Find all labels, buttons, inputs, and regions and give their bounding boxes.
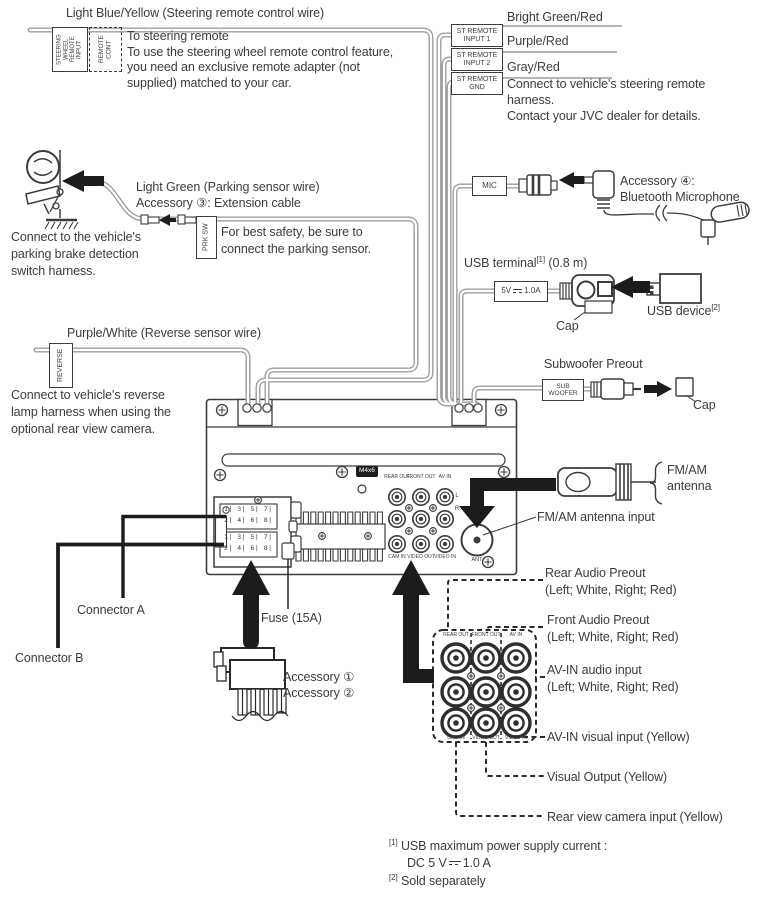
mic-accessory-label: Accessory ④: Bluetooth Microphone [620, 174, 740, 204]
arrow-extension-cable [159, 214, 176, 226]
avin-audio-input-label: AV-IN audio input (Left; White, Right; R… [547, 663, 679, 694]
connector-b-label: Connector B [15, 651, 84, 665]
jack-label-rear-out: REAR OUT [384, 474, 410, 480]
st-remote-gnd-box: ST REMOTE GND [451, 72, 503, 95]
front-audio-preout-label: Front Audio Preout (Left; White, Right; … [547, 613, 679, 644]
jack-label-front-out: FRONT OUT [406, 474, 436, 480]
black-callout-lines [56, 514, 289, 648]
m4x6-tag: M4x6 [356, 466, 378, 477]
detail-label-video-in: VIDEO IN [505, 735, 527, 741]
arrow-antenna-input [459, 478, 556, 528]
subwoofer-cap-label: Cap [693, 398, 716, 412]
dc-symbol [448, 861, 461, 867]
usb-cap [584, 300, 613, 314]
arrow-to-mic-jack [559, 172, 584, 188]
fm-am-antenna-label: FM/AM antenna [667, 463, 712, 493]
ant-callout-line [482, 516, 537, 536]
pin-row-a1: 1| 3| 5| 7| [224, 505, 273, 513]
heatsink [295, 511, 386, 562]
usb-terminal-label: USB terminal[1] (0.8 m) [464, 254, 588, 270]
detail-label-front-out: FRONT OUT [471, 632, 501, 638]
parking-safety-note: For best safety, be sure to connect the … [221, 225, 372, 256]
prk-sw-box: PRK SW [196, 216, 217, 259]
microphone-capsule [710, 201, 750, 223]
arrow-detail-to-jacks [392, 560, 434, 683]
pin-row-b2: 2| 4| 6| 8| [224, 544, 273, 552]
fuse-holder [281, 542, 295, 560]
reverse-box: REVERSE [49, 343, 73, 388]
av-detail-panel [432, 629, 537, 743]
parking-accessory-label: Accessory ③: Extension cable [136, 196, 301, 210]
subwoofer-box: SUB WOOFER [542, 379, 584, 401]
visual-output-label: Visual Output (Yellow) [547, 770, 668, 784]
st-remote-wire2-label: Purple/Red [507, 34, 569, 48]
pin-row-b1: 1| 3| 5| 7| [224, 533, 273, 541]
reverse-note: Connect to vehicle's reverse lamp harnes… [11, 388, 171, 436]
accessory-harness-drawing [213, 647, 289, 722]
subwoofer-cap [675, 377, 694, 397]
parking-brake-drawing [25, 150, 79, 230]
steering-wire-label: Light Blue/Yellow (Steering remote contr… [66, 6, 325, 20]
ant-label: ANT [471, 557, 483, 563]
st-remote-input2-box: ST REMOTE INPUT 2 [451, 48, 503, 71]
arrow-to-parking-brake [62, 170, 104, 192]
jack-label-video-out: VIDEO OUT [407, 554, 435, 560]
rear-audio-preout-label: Rear Audio Preout (Left; White, Right; R… [545, 566, 677, 597]
usb-drawing [559, 273, 702, 321]
jack-label-video-in: VIDEO IN [434, 554, 456, 560]
fm-am-antenna-input-label: FM/AM antenna input [537, 510, 655, 524]
footnote-1: [1] USB maximum power supply current : [389, 837, 608, 853]
detail-label-cam-in: CAM IN [447, 735, 465, 741]
st-remote-wire3-label: Gray/Red [507, 60, 560, 74]
dc-symbol [513, 288, 523, 295]
avin-visual-input-label: AV-IN visual input (Yellow) [547, 730, 690, 744]
arrow-harness-to-connector [232, 560, 270, 649]
reverse-wire-label: Purple/White (Reverse sensor wire) [67, 326, 261, 340]
fm-am-antenna-drawing [557, 461, 663, 505]
steering-note: To steering remote To use the steering w… [127, 29, 394, 90]
footnote-2: [2] Sold separately [389, 872, 486, 888]
steering-wheel-input-box: STEERING WHEEL REMOTE INPUT [52, 27, 88, 72]
detail-label-rear-out: REAR OUT [443, 632, 469, 638]
detail-label-video-out: VIDEO OUT [472, 735, 500, 741]
connector-a-label: Connector A [77, 603, 145, 617]
wires [30, 25, 622, 406]
st-remote-note: Connect to vehicle's steering remote har… [507, 77, 706, 123]
st-remote-input1-box: ST REMOTE INPUT 1 [451, 24, 503, 47]
arrow-subwoofer-cap [644, 381, 672, 397]
jack-label-av-in: AV IN [438, 474, 452, 480]
usb-device-label: USB device[2] [647, 302, 720, 318]
mic-plug-body [592, 170, 615, 199]
remote-cont-box: REMOTE CONT [89, 27, 122, 72]
channel-r-label: R [454, 506, 460, 512]
bluetooth-mic-drawing [518, 170, 750, 245]
rca-jacks [387, 487, 455, 554]
usb-device-body [659, 273, 702, 304]
pin-row-a2: 2| 4| 6| 8| [224, 516, 273, 524]
usb-cap-label: Cap [556, 319, 579, 333]
parking-wire-label: Light Green (Parking sensor wire) [136, 180, 320, 194]
wire-entry-ends [242, 403, 483, 413]
detail-label-av-in: AV IN [509, 632, 523, 638]
mic-box: MIC [472, 176, 507, 196]
fuse-label: Fuse (15A) [261, 611, 322, 625]
accessory12-label: Accessory ① Accessory ② [283, 670, 355, 700]
mic-clip [700, 219, 716, 238]
rear-view-camera-label: Rear view camera input (Yellow) [547, 810, 723, 824]
parking-harness-note: Connect to the vehicle's parking brake d… [11, 230, 141, 278]
st-remote-wire1-label: Bright Green/Red [507, 10, 603, 24]
subwoofer-label: Subwoofer Preout [544, 357, 643, 371]
arrow-usb [611, 276, 650, 298]
dashed-callout-lines [447, 579, 545, 817]
subwoofer-drawing [590, 377, 697, 403]
brace [649, 461, 663, 505]
jack-label-cam-in: CAM IN [388, 554, 406, 560]
channel-l-label: L [455, 493, 459, 499]
arrows [62, 170, 672, 683]
